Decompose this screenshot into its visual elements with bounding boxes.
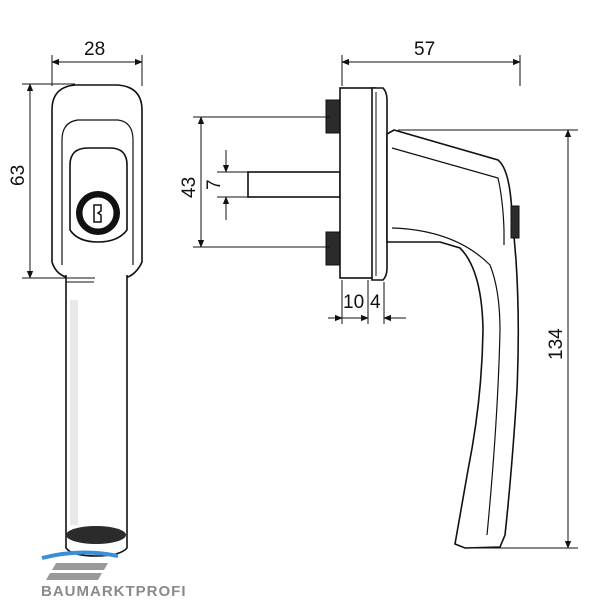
- dimension-spindle-spacing: 43: [179, 116, 330, 248]
- side-handle-edge: [391, 147, 505, 245]
- side-view: [247, 87, 520, 549]
- side-release-button: [510, 205, 520, 239]
- dimension-base-thickness: 10 4: [328, 280, 406, 324]
- logo-text: BAUMARKTPROFI: [41, 583, 187, 600]
- spindle: [247, 171, 341, 198]
- baumarktprofi-logo: BAUMARKTPROFI: [41, 550, 187, 600]
- dimension-label-10: 10: [343, 292, 364, 313]
- dimension-label-7: 7: [204, 179, 225, 190]
- dimension-depth: 57: [341, 39, 521, 86]
- front-lever: [65, 275, 128, 557]
- base-plate: [339, 87, 376, 279]
- front-lever-shade: [70, 300, 78, 525]
- dimension-label-63: 63: [8, 165, 29, 186]
- cover-rosette: [371, 87, 388, 281]
- side-handle-body: [386, 129, 520, 549]
- dimension-label-134: 134: [546, 328, 567, 360]
- dimension-label-57: 57: [414, 39, 435, 60]
- front-view: [51, 84, 143, 557]
- keyhole-icon: [93, 204, 102, 223]
- dimension-height-total: 134: [398, 129, 578, 549]
- logo-stripes-icon: [46, 563, 108, 580]
- dimension-label-4: 4: [370, 292, 381, 313]
- dimension-label-43: 43: [179, 177, 200, 198]
- dimension-spindle-size: 7: [204, 150, 250, 220]
- logo-roof-icon: [41, 550, 119, 560]
- dimension-label-28: 28: [84, 39, 105, 60]
- side-handle-ridge: [391, 227, 501, 536]
- dimension-width-front: 28: [51, 39, 143, 86]
- dimension-height-front: 63: [8, 83, 95, 279]
- front-lever-end: [66, 526, 126, 544]
- front-rosette-inner: [61, 119, 134, 265]
